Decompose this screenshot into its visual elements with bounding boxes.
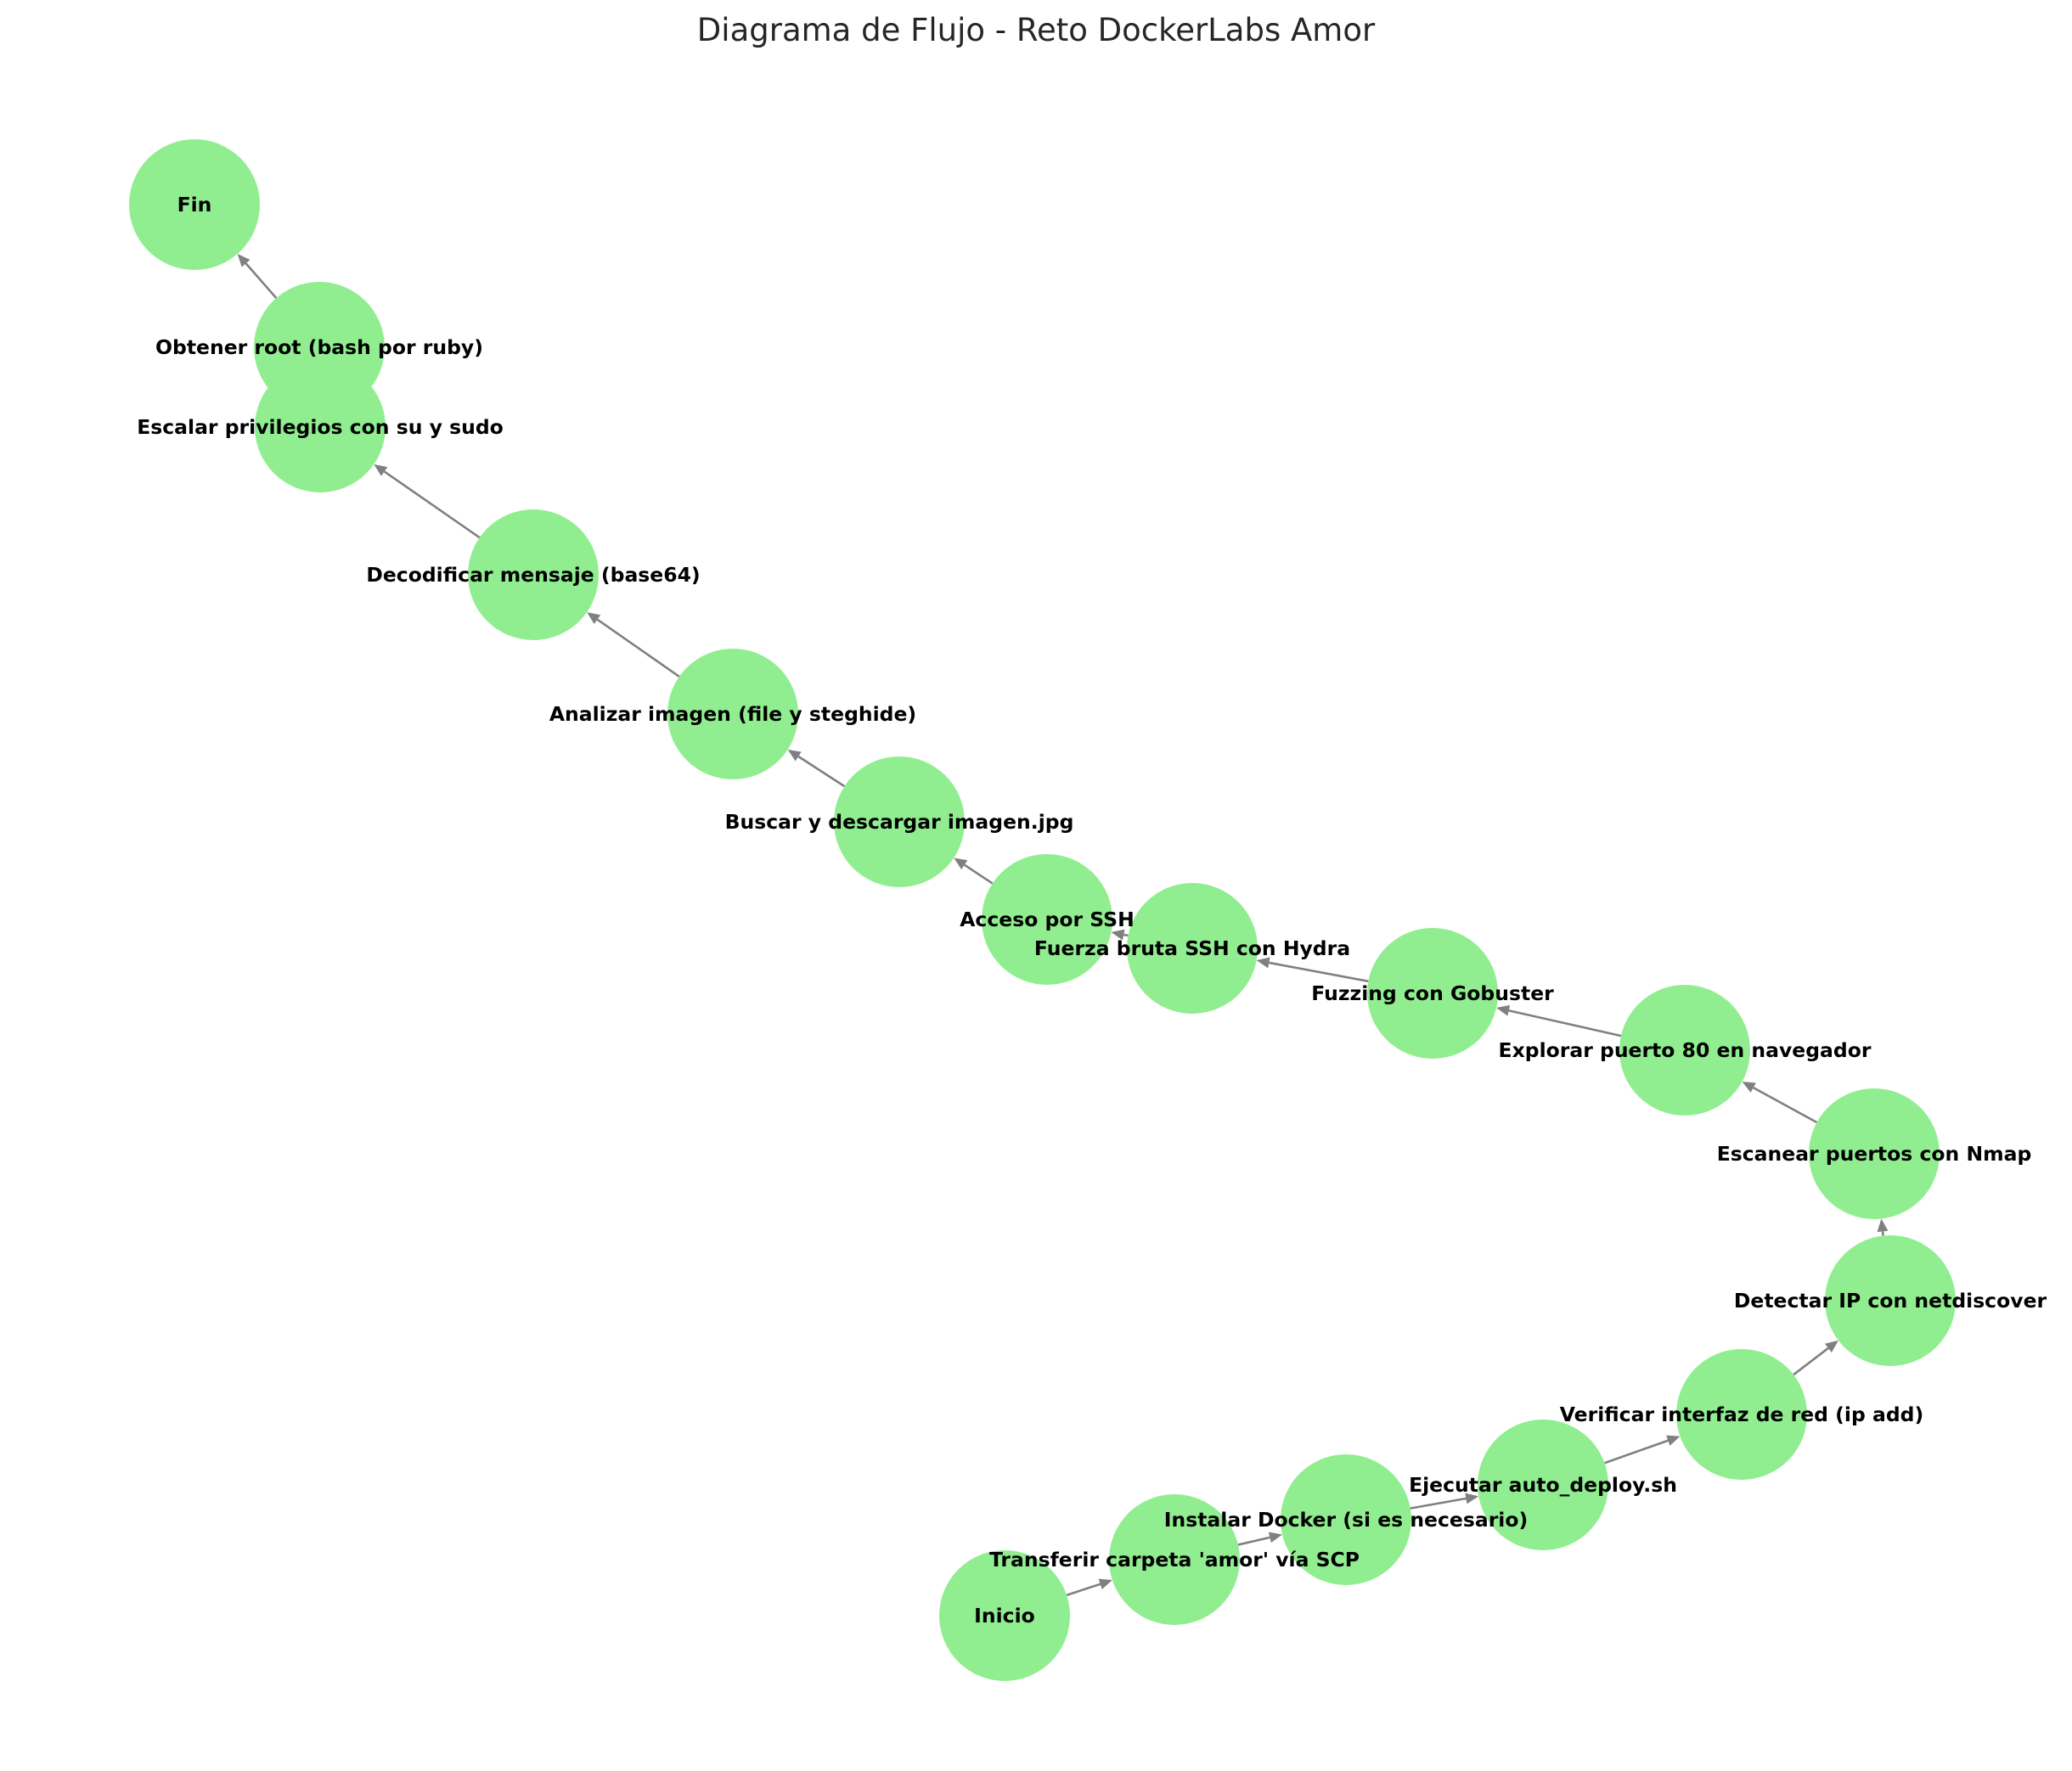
edge-arrowhead <box>1666 1435 1681 1446</box>
edge-line <box>245 262 278 299</box>
node-label-base64: Decodificar mensaje (base64) <box>366 563 700 587</box>
labels-layer: Inicio Transferir carpeta 'amor' vía SCP I… <box>137 193 2047 1628</box>
edge-nmap-to-port80 <box>1742 1081 1818 1124</box>
node-label-sudo: Escalar privilegios con su y sudo <box>137 415 504 439</box>
edge-imagen-to-steghide <box>787 749 846 788</box>
node-label-inicio: Inicio <box>974 1604 1035 1628</box>
edge-arrowhead <box>1111 929 1125 941</box>
edge-arrowhead <box>1465 1493 1479 1504</box>
node-label-imagen: Buscar y descargar imagen.jpg <box>725 810 1074 834</box>
edge-ipadd-to-netdiscover <box>1793 1340 1838 1376</box>
edge-gobuster-to-hydra <box>1256 957 1369 983</box>
node-fin <box>129 139 260 270</box>
edge-arrowhead <box>787 749 802 762</box>
edge-scp-to-docker <box>1237 1532 1283 1546</box>
node-label-gobuster: Fuzzing con Gobuster <box>1311 981 1554 1005</box>
node-gobuster <box>1367 928 1498 1059</box>
node-inicio <box>939 1550 1070 1681</box>
edge-arrowhead <box>954 857 968 870</box>
node-ssh <box>982 854 1112 985</box>
edge-port80-to-gobuster <box>1496 1004 1622 1037</box>
nodes-layer <box>129 139 1956 1681</box>
node-label-root: Obtener root (bash por ruby) <box>155 335 483 359</box>
node-base64 <box>468 509 599 640</box>
node-root <box>254 282 385 413</box>
edge-arrowhead <box>1742 1081 1756 1093</box>
edge-hydra-to-ssh <box>1111 929 1129 941</box>
edge-line <box>964 863 994 885</box>
edge-arrowhead <box>1877 1218 1889 1233</box>
node-imagen <box>834 756 965 887</box>
edge-line <box>1604 1439 1669 1465</box>
edge-arrowhead <box>1825 1340 1838 1353</box>
edge-line <box>1237 1536 1270 1546</box>
node-steghide <box>667 649 798 779</box>
node-label-scp: Transferir carpeta 'amor' vía SCP <box>989 1548 1360 1571</box>
node-netdiscover <box>1825 1235 1956 1366</box>
edge-line <box>1269 961 1369 983</box>
edge-netdiscover-to-nmap <box>1877 1218 1889 1236</box>
edge-arrowhead <box>237 253 251 267</box>
edge-line <box>1793 1347 1829 1376</box>
node-label-fin: Fin <box>177 193 212 216</box>
node-label-port80: Explorar puerto 80 en navegador <box>1499 1038 1872 1062</box>
edge-arrowhead <box>1496 1004 1511 1016</box>
node-label-nmap: Escanear puertos con Nmap <box>1717 1142 2032 1166</box>
edge-base64-to-sudo <box>374 464 481 539</box>
edge-line <box>1508 1009 1622 1037</box>
edge-deploy-to-ipadd <box>1604 1435 1681 1465</box>
node-label-docker: Instalar Docker (si es necesario) <box>1164 1508 1529 1532</box>
edge-docker-to-deploy <box>1410 1493 1479 1510</box>
node-label-ipadd: Verificar interfaz de red (ip add) <box>1560 1403 1923 1426</box>
node-label-netdiscover: Detectar IP con netdiscover <box>1734 1289 2047 1313</box>
node-nmap <box>1809 1088 1940 1219</box>
edge-line <box>596 618 680 677</box>
node-hydra <box>1127 883 1258 1014</box>
node-port80 <box>1619 985 1750 1116</box>
edge-arrowhead <box>1098 1578 1112 1590</box>
edge-steghide-to-base64 <box>587 612 680 677</box>
edge-inicio-to-scp <box>1066 1578 1112 1597</box>
edge-arrowhead <box>1268 1532 1283 1543</box>
edge-line <box>1410 1497 1467 1510</box>
node-label-ssh: Acceso por SSH <box>960 908 1135 931</box>
edge-line <box>1066 1583 1101 1597</box>
edge-line <box>1123 933 1129 937</box>
node-label-steghide: Analizar imagen (file y steghide) <box>549 702 916 726</box>
node-docker <box>1281 1454 1411 1585</box>
node-label-deploy: Ejecutar auto_deploy.sh <box>1409 1473 1677 1497</box>
diagram-title: Diagrama de Flujo - Reto DockerLabs Amor <box>697 12 1376 48</box>
node-ipadd <box>1676 1349 1807 1480</box>
edge-arrowhead <box>1256 957 1270 969</box>
node-label-hydra: Fuerza bruta SSH con Hydra <box>1034 936 1350 960</box>
node-deploy <box>1478 1420 1608 1550</box>
edge-line <box>797 755 846 788</box>
node-scp <box>1109 1494 1240 1625</box>
edge-root-to-fin <box>237 253 278 299</box>
edge-ssh-to-imagen <box>954 857 994 885</box>
edge-arrowhead <box>374 464 388 476</box>
edge-line <box>1753 1087 1818 1124</box>
edge-arrowhead <box>587 612 601 624</box>
edge-line <box>383 470 481 539</box>
